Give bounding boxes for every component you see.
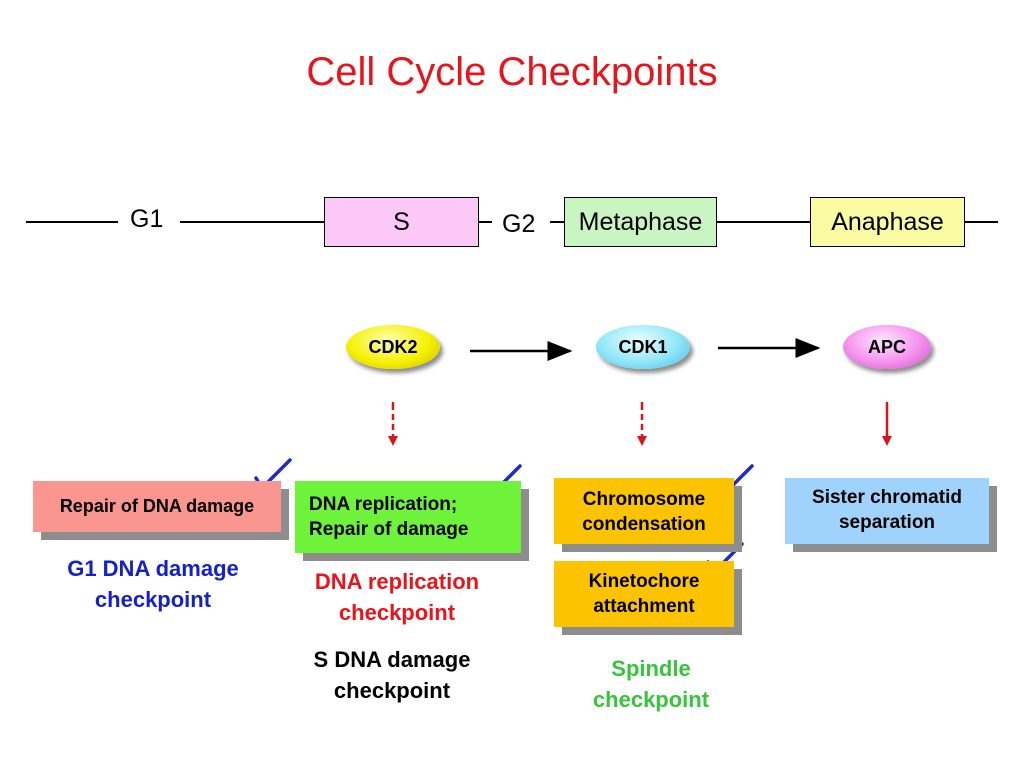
repair-dna-card: Repair of DNA damage [33, 481, 281, 532]
chromosome-line-2: condensation [582, 514, 706, 535]
spindle-checkpoint: Spindle checkpoint [531, 653, 771, 715]
kinetochore-line-1: Kinetochore [588, 571, 700, 592]
phase-label-g2: G2 [502, 210, 536, 238]
spindle-checkpoint-line-2: checkpoint [592, 687, 710, 712]
timeline-segment [717, 221, 810, 223]
phase-box-s: S [324, 197, 479, 247]
page-title: Cell Cycle Checkpoints [306, 50, 718, 94]
timeline-segment [26, 221, 118, 223]
chromosome-card: Chromosome condensation [554, 478, 734, 544]
dna-replication-line-2: Repair of damage [309, 519, 469, 540]
repair-dna-text: Repair of DNA damage [59, 496, 255, 516]
timeline-segment [550, 221, 564, 223]
dna-replication-checkpoint: DNA replication checkpoint [277, 566, 517, 628]
spindle-checkpoint-line-1: Spindle [611, 656, 691, 681]
timeline-segment [478, 221, 492, 223]
replication-checkpoint-line-1: DNA replication [314, 569, 480, 594]
g1-checkpoint-line-2: checkpoint [94, 587, 212, 612]
timeline-segment [964, 221, 998, 223]
dna-replication-line-1: DNA replication; [309, 494, 458, 515]
red-arrow-head-apc [882, 436, 892, 446]
red-arrow-head-cdk1 [637, 436, 647, 446]
dna-replication-card: DNA replication; Repair of damage [295, 481, 521, 553]
sister-chromatid-line-2: separation [838, 512, 936, 533]
replication-checkpoint-line-2: checkpoint [338, 600, 456, 625]
g1-dna-damage-checkpoint: G1 DNA damage checkpoint [33, 553, 273, 615]
s-checkpoint-line-1: S DNA damage [313, 647, 471, 672]
red-arrow-head-cdk2 [388, 436, 398, 446]
s-dna-damage-checkpoint: S DNA damage checkpoint [272, 644, 512, 706]
sister-chromatid-card: Sister chromatid separation [785, 478, 989, 544]
g1-checkpoint-line-1: G1 DNA damage [67, 556, 239, 581]
cdk1-pill: CDK1 [596, 325, 690, 369]
kinetochore-card: Kinetochore attachment [554, 561, 734, 627]
phase-box-anaphase: Anaphase [810, 197, 965, 247]
phase-label-g1: G1 [130, 205, 164, 233]
cdk2-pill: CDK2 [346, 325, 440, 369]
chromosome-line-1: Chromosome [582, 489, 706, 510]
sister-chromatid-line-1: Sister chromatid [812, 487, 962, 508]
phase-box-metaphase: Metaphase [564, 197, 717, 247]
apc-pill: APC [843, 325, 931, 369]
timeline-segment [180, 221, 325, 223]
kinetochore-line-2: attachment [593, 596, 695, 617]
s-checkpoint-line-2: checkpoint [333, 678, 451, 703]
